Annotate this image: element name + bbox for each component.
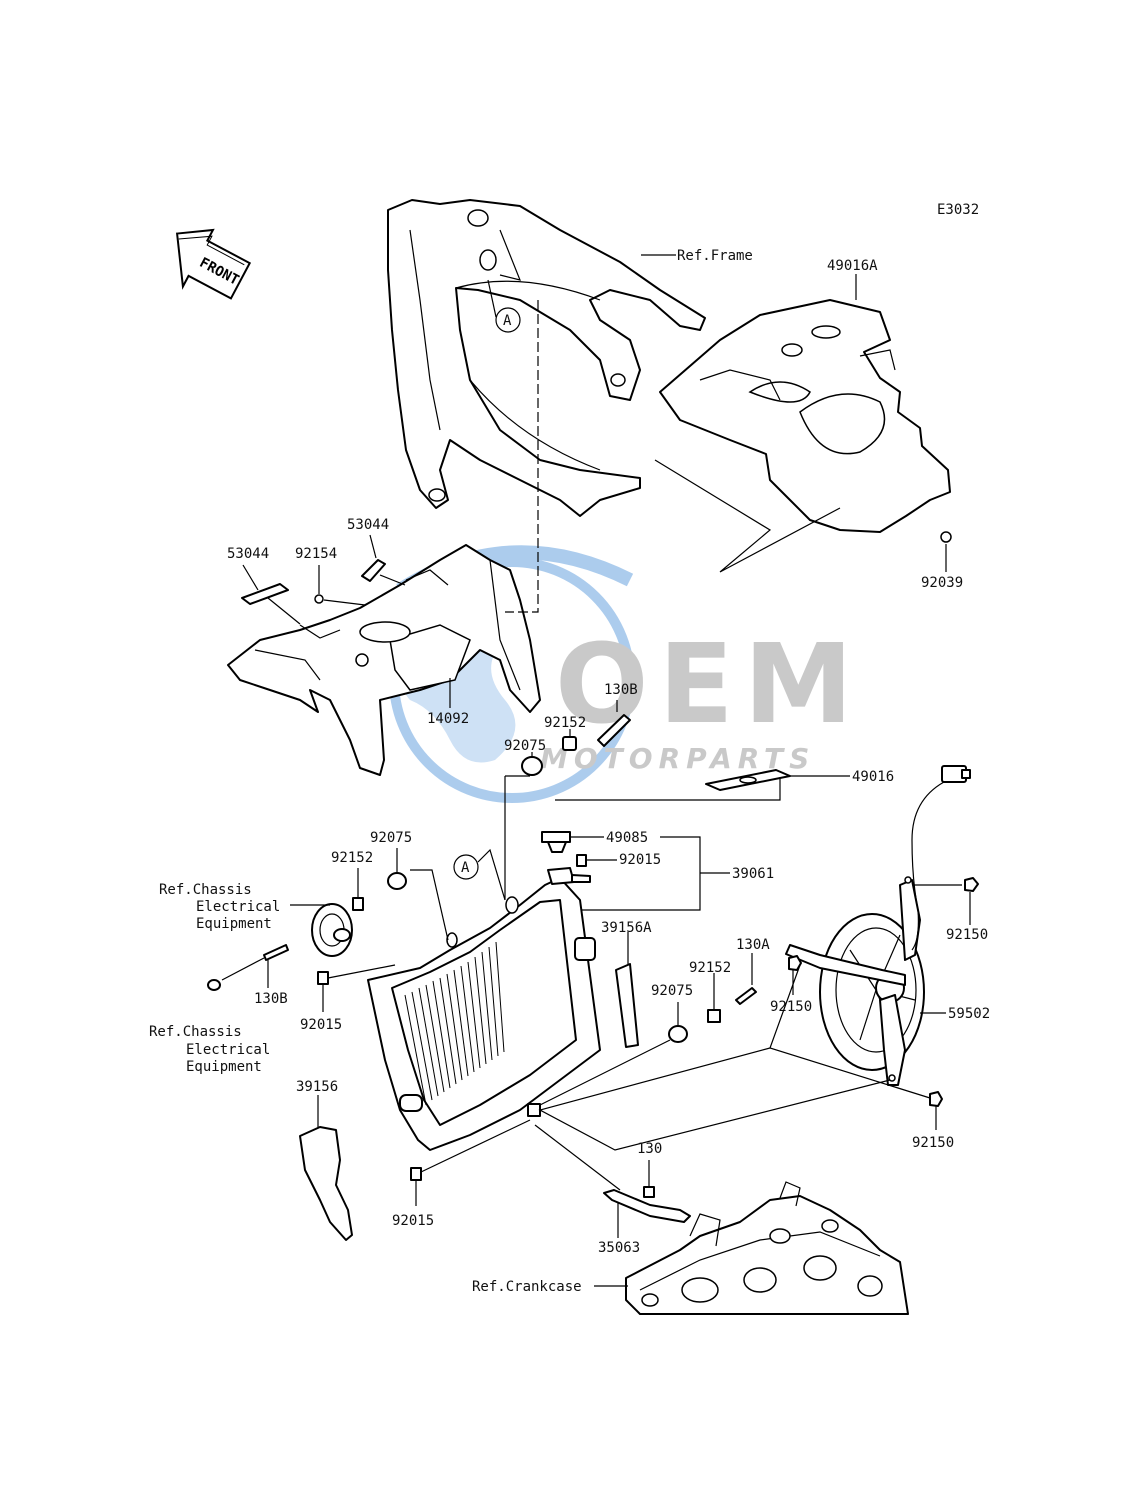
front-arrow-icon: FRONT (175, 228, 252, 300)
clip-92015-left[interactable] (317, 971, 329, 985)
guard-39156[interactable] (299, 1126, 353, 1241)
label-39156: 39156 (296, 1079, 338, 1095)
seal-53044-right[interactable] (361, 559, 386, 582)
svg-text:A: A (461, 860, 470, 876)
label-53044-right: 53044 (347, 517, 389, 533)
label-130a: 130A (736, 937, 770, 953)
label-92015-bottom: 92015 (392, 1213, 434, 1229)
crankcase-part[interactable] (625, 1181, 909, 1315)
bushing-92152-left[interactable] (352, 897, 364, 911)
nut-92150-top[interactable] (964, 877, 979, 892)
label-92152-top: 92152 (544, 715, 586, 731)
bolt-130b-left[interactable] (263, 944, 289, 961)
frame-part[interactable] (387, 199, 706, 517)
label-130: 130 (637, 1141, 662, 1157)
label-39061: 39061 (732, 866, 774, 882)
label-92015-top: 92015 (619, 852, 661, 868)
ref-chassis-1-line-3: Equipment (196, 916, 272, 932)
grommet-92075-top[interactable] (521, 756, 543, 776)
callout-a-upper: A (487, 279, 521, 333)
bushing-92152-top[interactable] (562, 736, 577, 751)
inner-cover-14092[interactable] (227, 544, 541, 776)
ref-chassis-1-line-1: Ref.Chassis (159, 882, 252, 898)
connector-ref-chassis[interactable] (207, 979, 221, 991)
label-92075-left: 92075 (370, 830, 412, 846)
bolt-130b-top[interactable] (597, 714, 631, 747)
label-49016a: 49016A (827, 258, 878, 274)
watermark-logo: OEM (555, 620, 863, 748)
ref-chassis-2-line-3: Equipment (186, 1059, 262, 1075)
bolt-130[interactable] (643, 1186, 655, 1198)
diagram-code: E3032 (937, 202, 979, 218)
label-92152-left: 92152 (331, 850, 373, 866)
grommet-92075-right[interactable] (668, 1025, 688, 1043)
label-35063: 35063 (598, 1240, 640, 1256)
cap-49085[interactable] (541, 831, 571, 843)
clip-92015-bottom[interactable] (410, 1167, 422, 1181)
label-92015-left: 92015 (300, 1017, 342, 1033)
callout-a-lower: A (453, 848, 506, 901)
fan-connector-icon[interactable] (911, 765, 971, 951)
label-92150-bottom: 92150 (912, 1135, 954, 1151)
bolt-130a[interactable] (735, 987, 757, 1005)
label-39156a: 39156A (601, 920, 652, 936)
label-92150-mid: 92150 (770, 999, 812, 1015)
ref-frame-label: Ref.Frame (677, 248, 753, 264)
bracket-35063[interactable] (603, 1189, 691, 1223)
ref-chassis-2-line-2: Electrical (186, 1042, 270, 1058)
ref-chassis-2-line-1: Ref.Chassis (149, 1024, 242, 1040)
watermark-tagline: MOTORPARTS (540, 742, 815, 775)
svg-text:A: A (503, 313, 512, 329)
bushing-92152-right[interactable] (707, 1009, 721, 1023)
label-92150-top: 92150 (946, 927, 988, 943)
cooling-fan-59502[interactable] (785, 876, 925, 1086)
label-92039: 92039 (921, 575, 963, 591)
nut-92150-bottom[interactable] (929, 1091, 943, 1107)
label-92154: 92154 (295, 546, 337, 562)
label-92152-right: 92152 (689, 960, 731, 976)
label-92075-right: 92075 (651, 983, 693, 999)
label-130b-top: 130B (604, 682, 638, 698)
label-49016: 49016 (852, 769, 894, 785)
label-14092: 14092 (427, 711, 469, 727)
ref-chassis-1-line-2: Electrical (196, 899, 280, 915)
label-49085: 49085 (606, 830, 648, 846)
label-130b-left: 130B (254, 991, 288, 1007)
label-92075-top: 92075 (504, 738, 546, 754)
label-53044-left: 53044 (227, 546, 269, 562)
label-59502: 59502 (948, 1006, 990, 1022)
radiator-fins (404, 941, 505, 1106)
fastener-92039[interactable] (940, 531, 952, 543)
clip-92015-top[interactable] (576, 854, 587, 867)
seal-53044-left[interactable] (241, 583, 289, 605)
heat-shield-49016a[interactable] (659, 299, 951, 533)
radiator-39061[interactable] (367, 867, 601, 1151)
ref-crankcase-label: Ref.Crankcase (472, 1279, 582, 1295)
grommet-92075-left[interactable] (387, 872, 407, 890)
horn-icon[interactable] (311, 903, 353, 957)
fastener-92154[interactable] (314, 594, 324, 604)
guard-39156a[interactable] (615, 963, 639, 1048)
